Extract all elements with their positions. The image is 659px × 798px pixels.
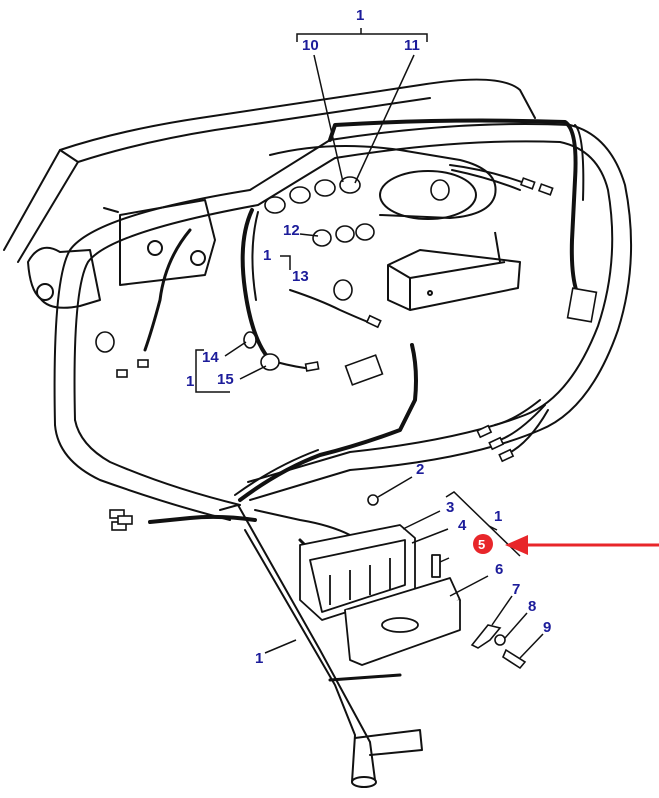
label-6: 6: [495, 561, 503, 578]
label-1-top: 1: [356, 7, 364, 24]
label-11: 11: [404, 37, 420, 54]
frame-leg: [219, 504, 423, 788]
label-1-bottom: 1: [255, 650, 263, 667]
label-7: 7: [512, 581, 520, 598]
part-labels: 1 10 11 12 1 13 14 1 15 2 3 1 4 6 7 8 9 …: [186, 7, 551, 667]
label-4: 4: [458, 517, 467, 534]
dashboard-shell: [3, 78, 536, 309]
highlight-badge: [473, 534, 493, 554]
label-8: 8: [528, 598, 536, 615]
label-12: 12: [283, 222, 300, 239]
label-14: 14: [202, 349, 219, 366]
highlight-badge-label: 5: [478, 537, 485, 552]
label-1-lamp: 1: [186, 373, 194, 390]
label-1-left: 1: [263, 247, 271, 264]
label-15: 15: [217, 371, 234, 388]
label-13: 13: [292, 268, 309, 285]
harness-cables: [143, 118, 592, 572]
label-1-right: 1: [494, 508, 502, 525]
mounting-bracket: [387, 231, 521, 311]
label-9: 9: [543, 619, 551, 636]
label-10: 10: [302, 37, 319, 54]
highlight-marker: 5: [473, 534, 659, 555]
connectors: [109, 177, 598, 531]
fuse-box: [299, 524, 461, 666]
label-2: 2: [416, 461, 424, 478]
small-hardware: [367, 494, 527, 670]
leader-lines: [195, 28, 544, 659]
arrow-pointer-icon: [505, 535, 659, 555]
label-3: 3: [446, 499, 454, 516]
